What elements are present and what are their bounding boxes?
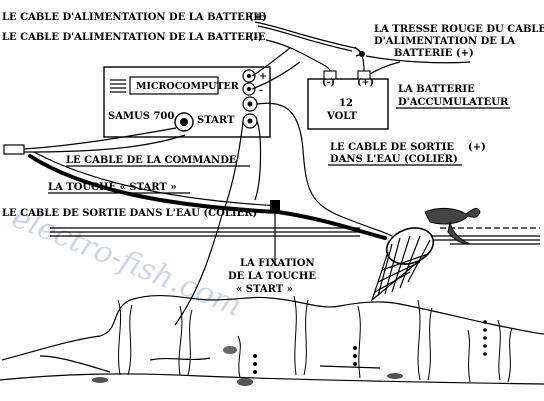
label-sortie-plus-2: DANS L'EAU (COLIER) [330,154,458,165]
pole [28,151,387,265]
device-display [129,76,219,95]
net [370,227,435,302]
label-tresse-2: D'ALIMENTATION DE LA [374,36,515,47]
battery-minus-text: (-) [322,77,335,88]
start-button-core [180,118,188,126]
annotations: LE CABLE D'ALIMENTATION DE LA BATTERIE (… [2,12,544,295]
fish [424,207,481,245]
label-sortie-plus-sign: (+) [468,142,486,153]
battery-plus-text: (+) [357,77,374,88]
label-tresse-1: LA TRESSE ROUGE DU CABLE [374,24,544,35]
water-surface [50,227,540,245]
bubbles [92,320,487,386]
device-samus: MICROCOMPUTER SAMUS 700 START + - [103,66,271,138]
start-touch [270,200,280,212]
terminal-minus-sign: - [259,85,263,96]
output-cables [174,102,393,326]
label-touche-start: LA TOUCHE « START » [48,182,177,193]
power-cables [251,21,471,90]
label-tresse-3: BATTERIE (+) [394,48,474,59]
label-sortie-plus-1: LE CABLE DE SORTIE [330,142,454,153]
label-cable-batt-plus-sign: (+) [249,12,267,23]
label-cable-commande: LE CABLE DE LA COMMANDE [66,155,237,166]
battery-voltage-value: 12 [339,98,353,109]
label-sortie-minus: LE CABLE DE SORTIE DANS L'EAU (COLIER) [2,208,257,219]
label-batterie-1: LA BATTERIE [398,84,475,95]
weeds [117,295,513,383]
label-cable-batt-minus: LE CABLE D'ALIMENTATION DE LA BATTERIE [2,32,266,43]
battery-voltage-unit: VOLT [326,111,358,122]
label-fixation-1: LA FIXATION [240,258,315,269]
vent-grille [110,79,126,93]
battery: (-) (+) 12 VOLT [307,70,389,130]
label-fixation-3: « START » [236,284,293,295]
terminal-plus-sign: + [259,71,267,82]
label-cable-batt-minus-sign: (-) [249,32,263,43]
label-fixation-2: DE LA TOUCHE [228,271,316,282]
riverbed [0,294,544,385]
braid-clip [359,51,365,57]
device-model: SAMUS 700 [108,111,174,122]
command-cable [3,127,186,155]
start-label: START [197,115,235,126]
label-cable-batt-plus: LE CABLE D'ALIMENTATION DE LA BATTERIE [2,12,266,23]
device-display-text: MICROCOMPUTER [136,81,239,92]
command-plug [3,144,25,155]
label-batterie-2: D'ACCUMULATEUR [398,97,509,108]
